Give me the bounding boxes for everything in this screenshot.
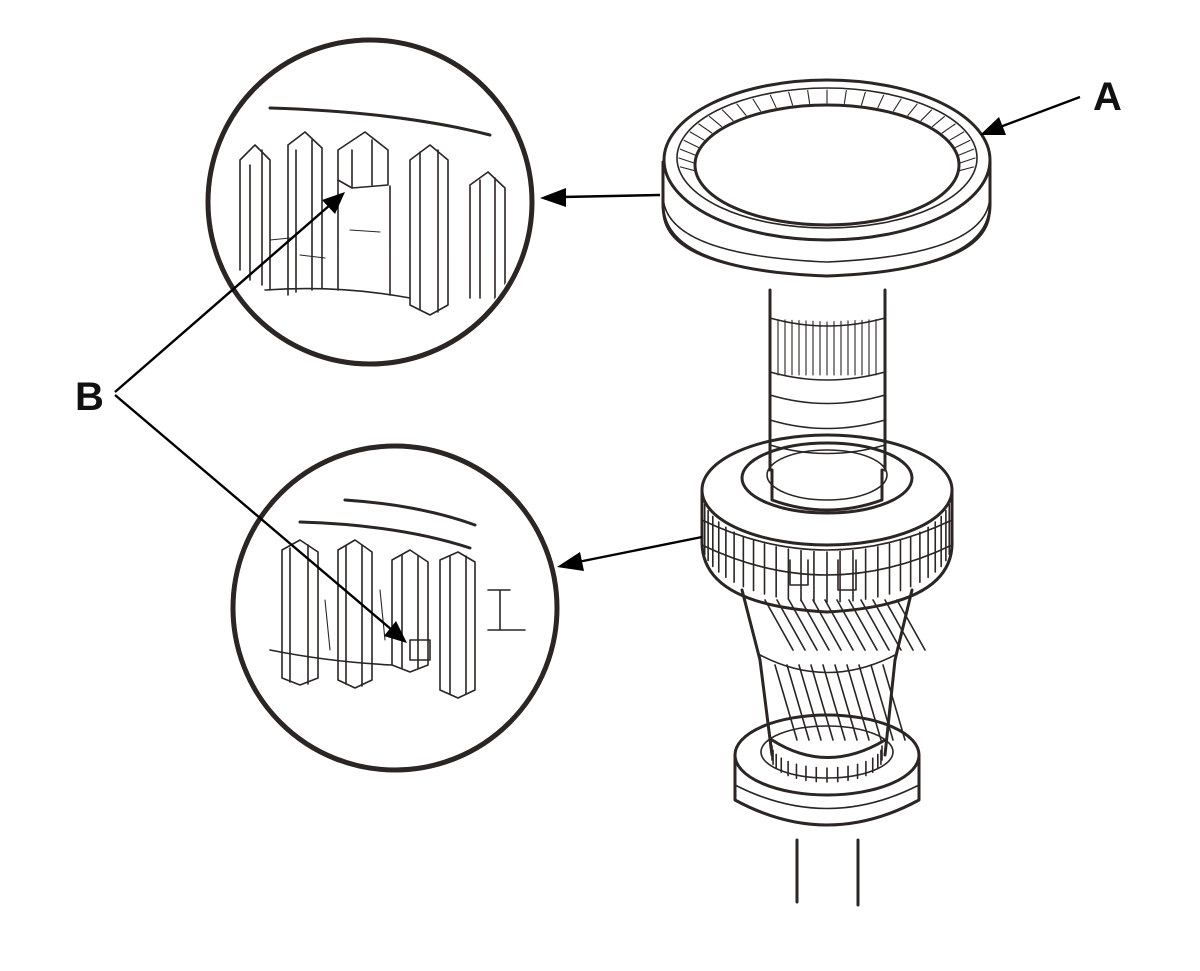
callout-b-leaders: [114, 192, 407, 643]
label-a: A: [1093, 75, 1122, 119]
bearing: [733, 713, 921, 827]
synchro-ring: [661, 78, 992, 278]
detail-view-synchro-ring: [205, 37, 535, 367]
callout-a-leader: [980, 95, 1081, 135]
label-b: B: [75, 375, 104, 419]
arrow-hub-to-detail-2: [557, 535, 703, 571]
arrow-ring-to-detail-1: [540, 188, 661, 207]
synchro-hub: [700, 433, 954, 614]
detail-view-synchro-hub: [230, 443, 560, 773]
mainshaft: [768, 288, 887, 907]
helical-gear: [740, 588, 926, 759]
